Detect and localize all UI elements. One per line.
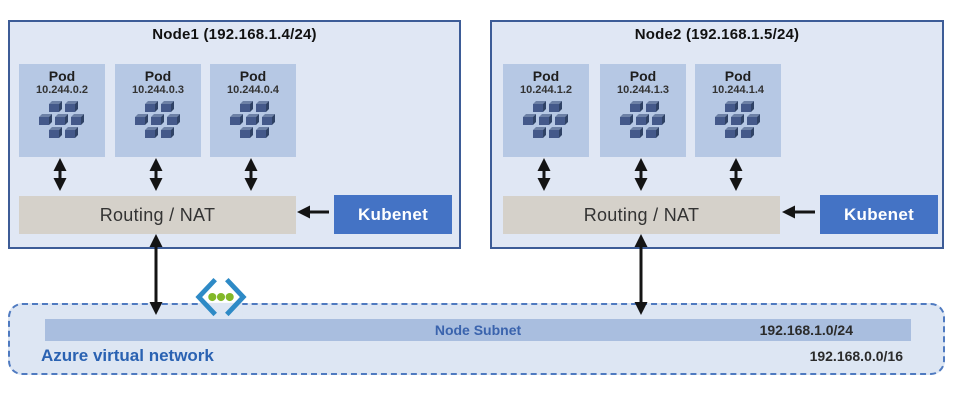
azure-virtual-network-label: Azure virtual network (41, 346, 214, 365)
pod-ip: 10.244.0.3 (132, 84, 184, 96)
pod-label: Pod (724, 68, 752, 84)
node-subnet-bar: Node Subnet 192.168.1.0/24 (45, 319, 911, 341)
pod-box: Pod 10.244.1.2 (503, 64, 589, 157)
pod-containers-icon (227, 101, 279, 139)
pod-box: Pod 10.244.0.4 (210, 64, 296, 157)
pod-ip: 10.244.0.2 (36, 84, 88, 96)
routing-nat-box: Routing / NAT (503, 196, 780, 234)
pod-ip: 10.244.1.2 (520, 84, 572, 96)
pod-box: Pod 10.244.0.2 (19, 64, 105, 157)
kubenet-box: Kubenet (820, 195, 938, 234)
pod-label: Pod (144, 68, 172, 84)
pod-box: Pod 10.244.1.3 (600, 64, 686, 157)
pod-label: Pod (532, 68, 560, 84)
vnet-cidr: 192.168.0.0/16 (809, 348, 903, 364)
pod-ip: 10.244.0.4 (227, 84, 279, 96)
pod-label: Pod (629, 68, 657, 84)
pod-box: Pod 10.244.0.3 (115, 64, 201, 157)
pod-label: Pod (239, 68, 267, 84)
node1-title: Node1 (192.168.1.4/24) (152, 26, 317, 43)
pod-box: Pod 10.244.1.4 (695, 64, 781, 157)
pod-ip: 10.244.1.4 (712, 84, 764, 96)
node1-box: Node1 (192.168.1.4/24) Pod 10.244.0.2 Po… (8, 20, 461, 249)
pod-containers-icon (712, 101, 764, 139)
node-subnet-label: Node Subnet (434, 322, 522, 338)
pod-containers-icon (132, 101, 184, 139)
node2-box: Node2 (192.168.1.5/24) Pod 10.244.1.2 Po… (490, 20, 944, 249)
pod-ip: 10.244.1.3 (617, 84, 669, 96)
node-subnet-cidr: 192.168.1.0/24 (759, 322, 853, 338)
azure-virtual-network-box: Node Subnet 192.168.1.0/24 Azure virtual… (8, 303, 945, 375)
kubenet-box: Kubenet (334, 195, 452, 234)
routing-nat-box: Routing / NAT (19, 196, 296, 234)
pod-containers-icon (520, 101, 572, 139)
pod-label: Pod (48, 68, 76, 84)
pod-containers-icon (36, 101, 88, 139)
pod-containers-icon (617, 101, 669, 139)
node2-title: Node2 (192.168.1.5/24) (634, 26, 800, 43)
